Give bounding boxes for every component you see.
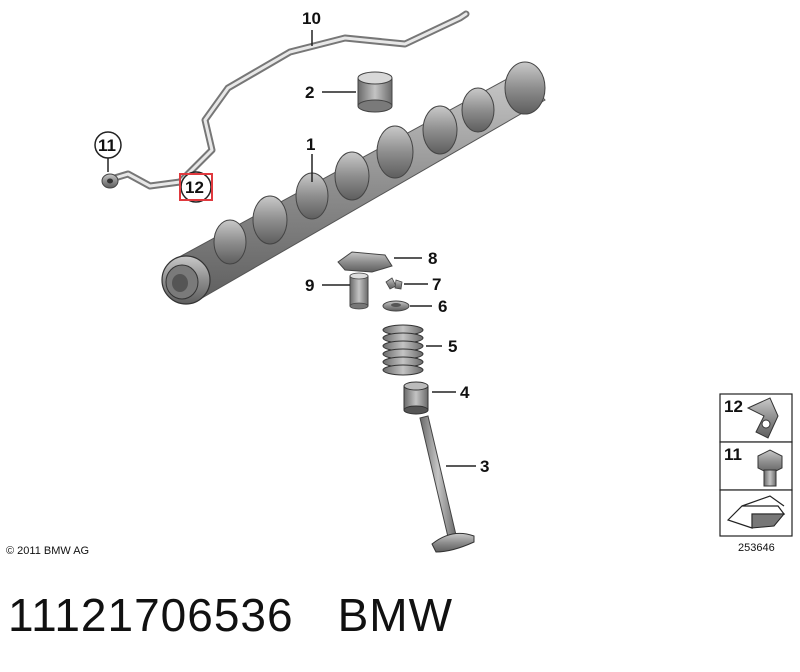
legend-label-11: 11 — [724, 445, 742, 464]
legend-panel: 12 11 — [719, 393, 793, 537]
callout-11: 11 — [98, 136, 116, 155]
footer-part-info: 11121706536 BMW — [8, 588, 497, 642]
valve[interactable] — [419, 415, 475, 553]
callout-8: 8 — [428, 249, 437, 268]
banjo-bolt-icon — [757, 449, 783, 487]
callout-6: 6 — [438, 297, 447, 316]
callout-2: 2 — [305, 83, 314, 102]
callout-12: 12 — [185, 178, 204, 197]
callout-7: 7 — [432, 275, 441, 294]
pipe-clamp-icon — [746, 397, 779, 439]
part-number: 11121706536 — [8, 589, 294, 641]
callout-9: 9 — [305, 276, 314, 295]
copyright-text: © 2011 BMW AG — [6, 545, 89, 557]
callout-5: 5 — [448, 337, 457, 356]
roller-rocker-arm[interactable] — [337, 251, 393, 273]
valve-stem-seal[interactable] — [403, 381, 429, 415]
callout-4: 4 — [460, 383, 470, 402]
valve-keepers[interactable] — [385, 277, 403, 290]
callout-10: 10 — [302, 9, 321, 28]
spring-retainer[interactable] — [382, 300, 410, 312]
legend-label-12: 12 — [724, 397, 743, 416]
bucket-tappet[interactable] — [357, 71, 393, 113]
brand-name: BMW — [337, 589, 454, 641]
valve-spring[interactable] — [382, 324, 424, 376]
callout-12-highlighted[interactable]: 12 — [179, 171, 213, 203]
callout-3: 3 — [480, 457, 489, 476]
callout-1: 1 — [306, 135, 315, 154]
arrow-symbol-icon — [726, 495, 786, 529]
diagram-id: 253646 — [738, 542, 775, 554]
camshaft[interactable] — [161, 61, 546, 305]
oil-pipe[interactable] — [101, 10, 470, 190]
callout-11-circled: 11 — [94, 131, 122, 159]
leader-lines — [107, 30, 476, 467]
hydraulic-lash-adjuster[interactable] — [349, 272, 369, 310]
